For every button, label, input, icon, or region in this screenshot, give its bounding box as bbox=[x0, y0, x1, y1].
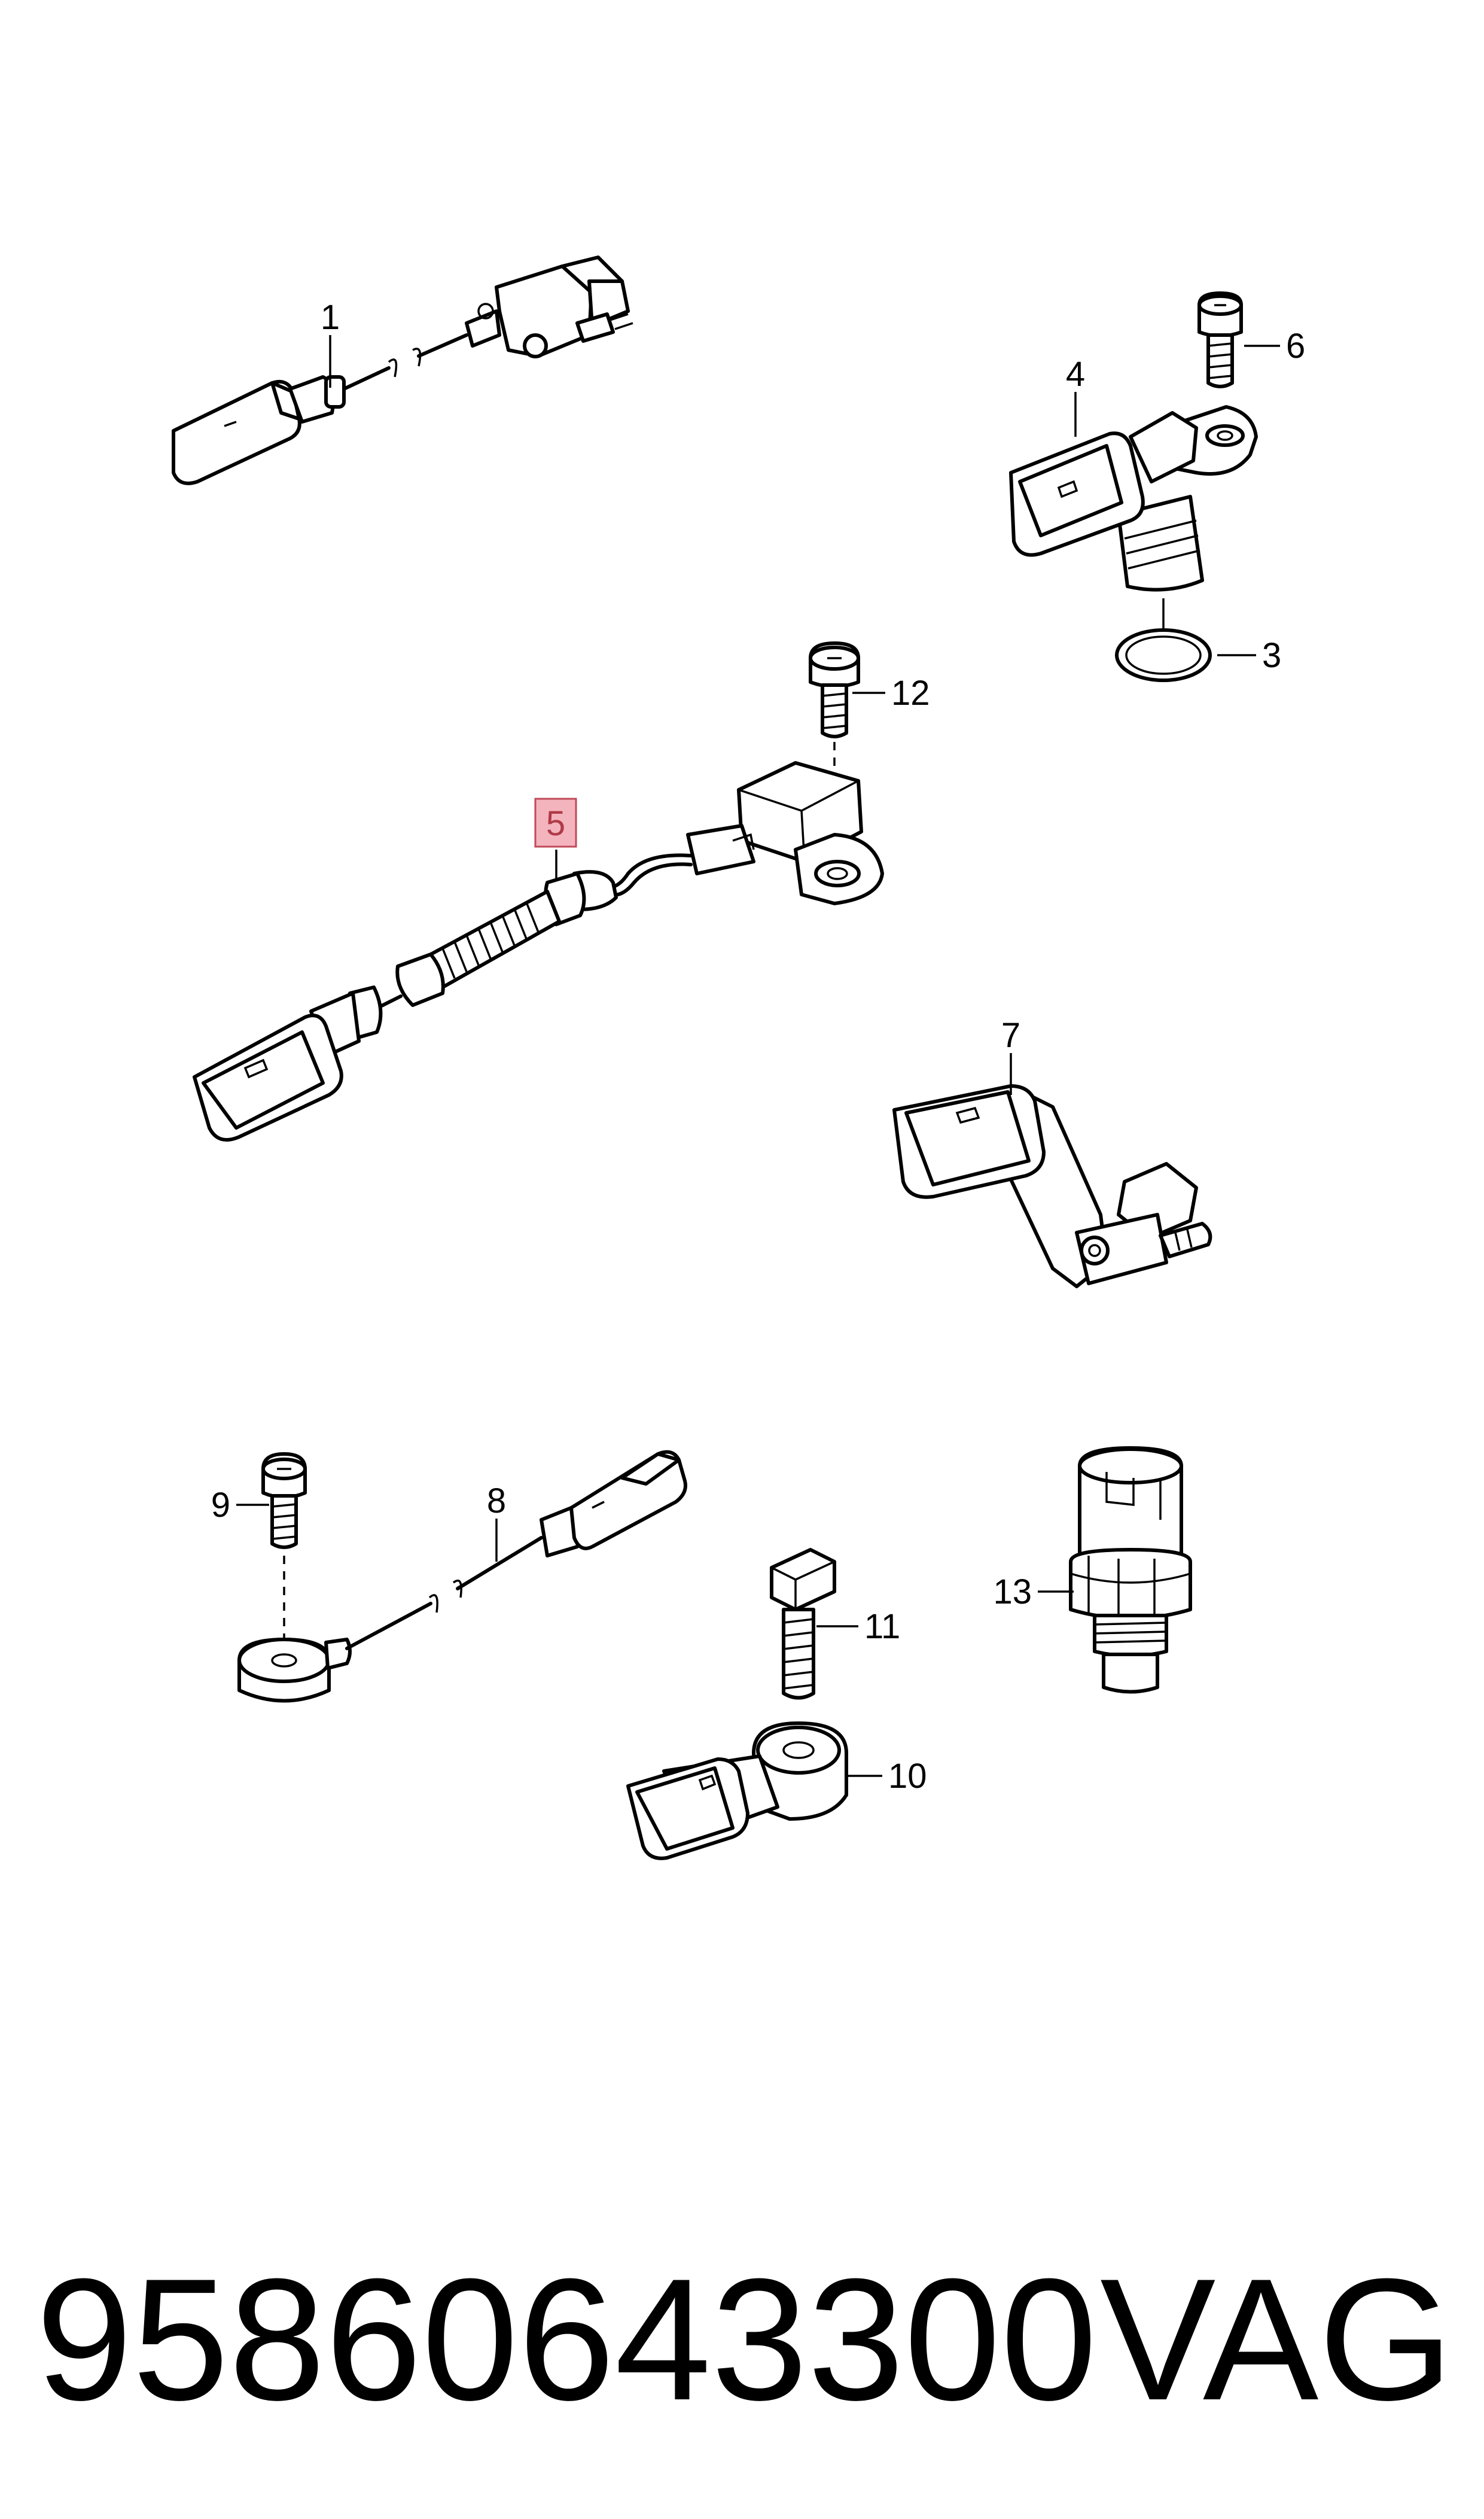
part-13-pressure-sensor bbox=[1069, 1446, 1192, 1694]
svg-text:12: 12 bbox=[891, 674, 930, 713]
part-5-sensor-with-cable bbox=[193, 761, 884, 1142]
svg-text:7: 7 bbox=[1001, 1016, 1020, 1055]
callout-12: 12 bbox=[852, 674, 930, 713]
callout-1: 1 bbox=[321, 298, 340, 388]
svg-text:4: 4 bbox=[1066, 355, 1085, 394]
part-11-bolt bbox=[770, 1548, 836, 1700]
part-4-camshaft-sensor bbox=[1009, 405, 1258, 592]
part-10-sensor bbox=[626, 1721, 848, 1860]
part-6-bolt bbox=[1197, 291, 1243, 388]
callout-6: 6 bbox=[1244, 327, 1305, 366]
svg-text:5: 5 bbox=[546, 804, 565, 843]
svg-text:3: 3 bbox=[1262, 636, 1281, 675]
part-8-knock-sensor bbox=[237, 1450, 687, 1703]
callout-9: 9 bbox=[211, 1486, 269, 1525]
callout-5-highlight-box bbox=[534, 798, 577, 848]
callout-5-highlighted: 5 bbox=[534, 798, 577, 880]
svg-text:9: 9 bbox=[211, 1486, 230, 1525]
svg-text:13: 13 bbox=[993, 1572, 1032, 1611]
part-number-label: 95860643300 bbox=[36, 2243, 1097, 2436]
callout-8: 8 bbox=[487, 1481, 506, 1562]
svg-text:10: 10 bbox=[888, 1757, 927, 1796]
part-3-o-ring bbox=[1115, 598, 1212, 682]
part-7-speed-sensor bbox=[892, 1084, 1212, 1288]
callout-10: 10 bbox=[846, 1757, 927, 1796]
svg-text:11: 11 bbox=[864, 1607, 900, 1646]
part-9-bolt bbox=[261, 1452, 307, 1651]
brand-label: VAG bbox=[1100, 2243, 1453, 2436]
svg-text:6: 6 bbox=[1286, 327, 1305, 366]
svg-text:8: 8 bbox=[487, 1481, 506, 1520]
callout-13: 13 bbox=[993, 1572, 1074, 1611]
callout-11: 11 bbox=[816, 1607, 900, 1646]
callout-3: 3 bbox=[1217, 636, 1281, 675]
callout-4: 4 bbox=[1066, 355, 1085, 437]
part-1-sensor-with-cable bbox=[172, 255, 633, 485]
svg-text:1: 1 bbox=[321, 298, 340, 337]
callout-7: 7 bbox=[1001, 1016, 1020, 1095]
